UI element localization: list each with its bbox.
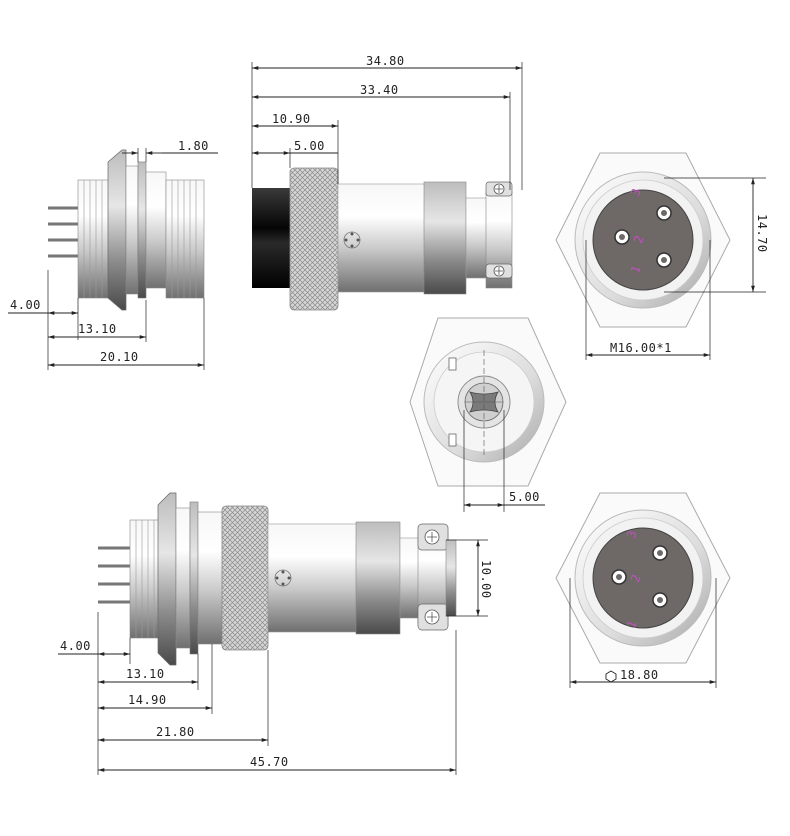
dim-nut-offset: 5.00 xyxy=(294,139,325,153)
dim-bottom-thread-length: 13.10 xyxy=(126,667,165,681)
dim-flange-length: 14.90 xyxy=(128,693,167,707)
dim-left-total-length: 20.10 xyxy=(100,350,139,364)
bottom-face-view: 3 2 1 18.80 xyxy=(555,492,731,688)
dim-flange: 1.80 xyxy=(178,139,209,153)
dim-thread-spec: M16.00*1 xyxy=(610,341,672,355)
bottom-pin-label-1: 1 xyxy=(624,619,640,631)
dim-socket-length: 21.80 xyxy=(156,725,195,739)
bottom-pin-label-2: 2 xyxy=(628,573,644,585)
dim-body-length: 33.40 xyxy=(360,83,399,97)
top-pin-label-3: 3 xyxy=(628,187,644,199)
top-face-view: 3 2 1 14.70 M16.00*1 xyxy=(555,152,769,360)
dim-nut-length: 10.90 xyxy=(272,112,311,126)
dim-left-pin-length: 4.00 xyxy=(10,298,41,312)
top-face-pins xyxy=(614,205,672,268)
top-pin-label-2: 2 xyxy=(631,234,647,246)
rear-view: 5.00 xyxy=(409,317,567,512)
bottom-pin-label-3: 3 xyxy=(624,529,640,541)
hexagon-icon xyxy=(605,670,617,683)
dim-left-thread-length: 13.10 xyxy=(78,322,117,336)
bottom-face-pins xyxy=(611,545,668,608)
top-plug-drawing: 34.80 33.40 10.90 5.00 xyxy=(251,54,523,311)
dim-bottom-pin-length: 4.00 xyxy=(60,639,91,653)
dim-hex-size: 18.80 xyxy=(620,668,659,682)
top-pin-label-1: 1 xyxy=(628,264,644,276)
dim-bottom-total-length: 45.70 xyxy=(250,755,289,769)
dim-cable-diameter: 10.00 xyxy=(479,560,493,599)
dim-face-height: 14.70 xyxy=(755,214,769,253)
dim-rear-width: 5.00 xyxy=(509,490,540,504)
left-socket-drawing: 1.80 4.00 13.10 20.10 xyxy=(8,139,218,370)
dim-overall-length: 34.80 xyxy=(366,54,405,68)
bottom-assembly-drawing: 10.00 4.00 13.10 14.90 21.80 45.70 xyxy=(58,492,493,775)
